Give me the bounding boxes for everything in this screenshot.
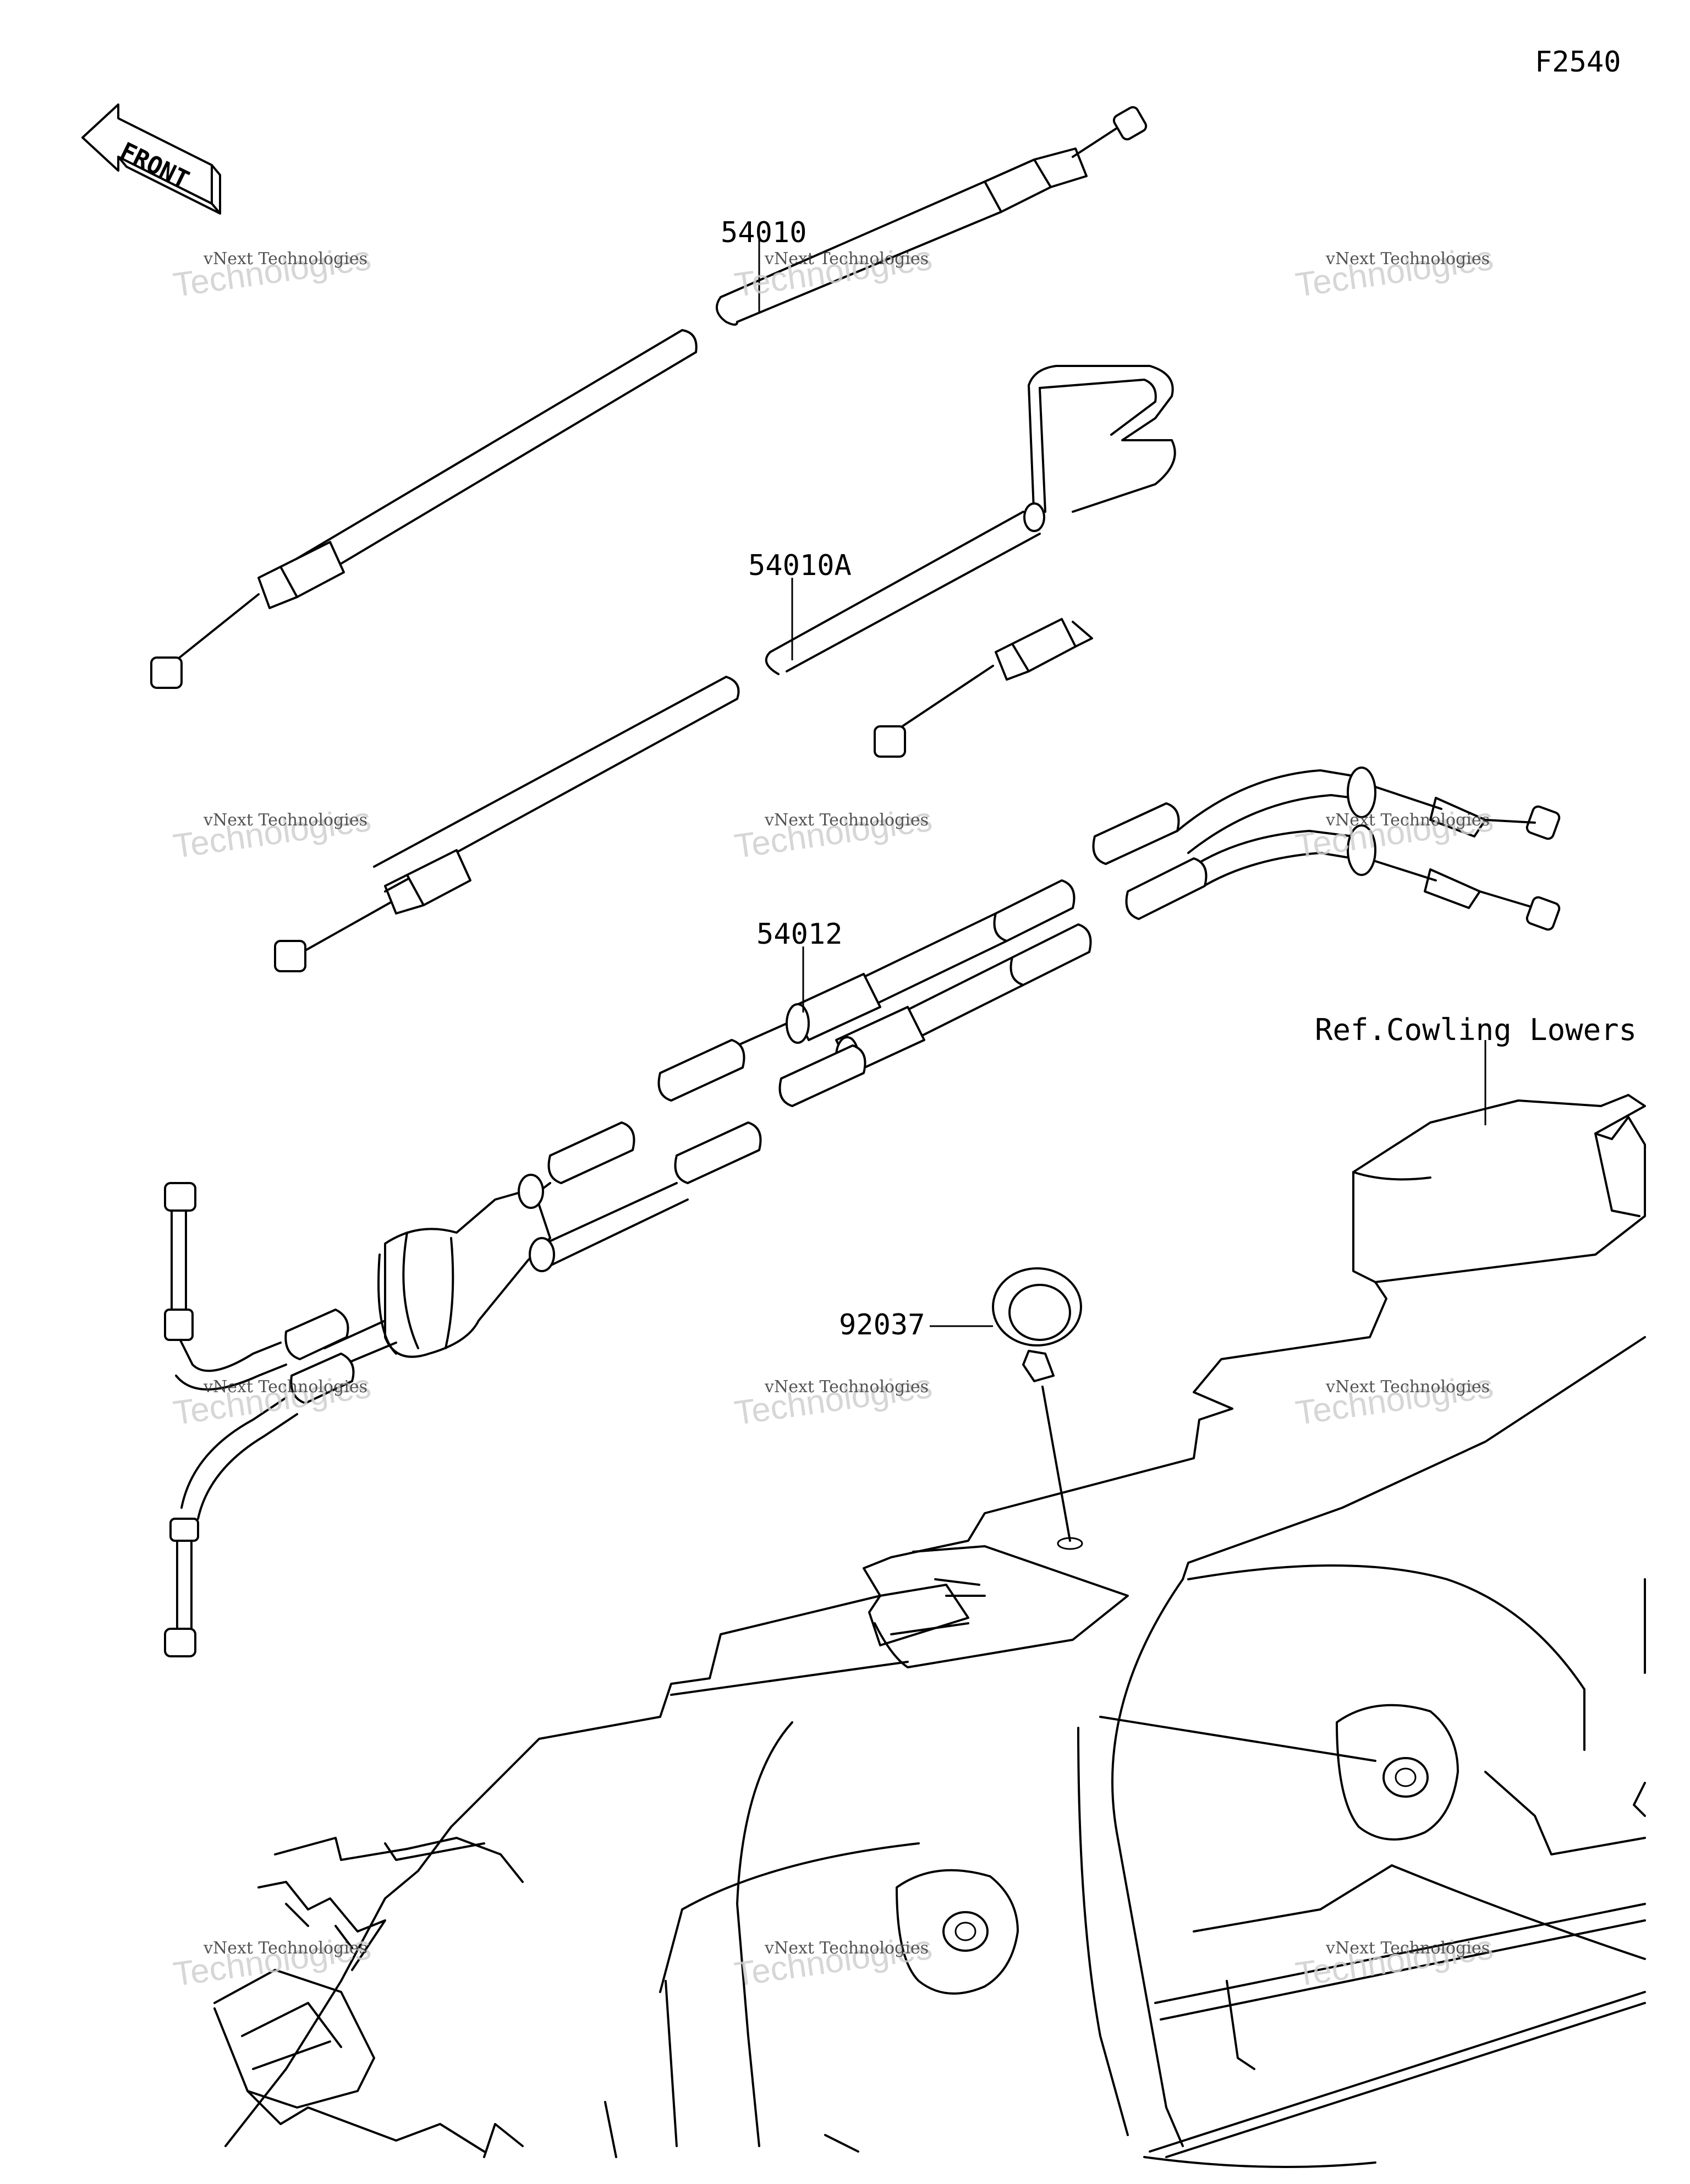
watermark: Technologies vNext Technologies (171, 239, 374, 305)
svg-text:vNext Technologies: vNext Technologies (764, 249, 929, 269)
watermark: Technologies vNext Technologies (171, 801, 374, 866)
watermark: Technologies vNext Technologies (1293, 801, 1496, 866)
watermark: Technologies vNext Technologies (171, 1367, 374, 1433)
watermark: Technologies vNext Technologies (171, 1929, 374, 1994)
cable-54010-drawing (150, 106, 1148, 689)
svg-text:vNext Technologies: vNext Technologies (1325, 1377, 1490, 1397)
reference-cowling-lowers: Ref.Cowling Lowers (1315, 1012, 1637, 1047)
svg-text:vNext Technologies: vNext Technologies (203, 811, 367, 830)
watermark: Technologies vNext Technologies (732, 801, 935, 866)
label-54010a: 54010A (748, 549, 852, 582)
watermark: Technologies vNext Technologies (1293, 1929, 1496, 1994)
svg-text:vNext Technologies: vNext Technologies (1325, 249, 1490, 269)
svg-text:vNext Technologies: vNext Technologies (203, 1377, 367, 1397)
watermark-group: Technologies vNext Technologies Technolo… (171, 239, 1496, 1994)
watermark: Technologies vNext Technologies (732, 1929, 935, 1994)
cable-54010a-drawing (274, 365, 1176, 972)
svg-text:vNext Technologies: vNext Technologies (764, 811, 929, 830)
svg-text:vNext Technologies: vNext Technologies (1325, 1939, 1490, 1958)
figure-code: F2540 (1535, 46, 1621, 79)
front-arrow-icon: FRONT (81, 103, 221, 215)
watermark: Technologies vNext Technologies (1293, 239, 1496, 305)
label-92037: 92037 (839, 1309, 925, 1342)
cable-54012-drawing (164, 767, 1561, 1657)
svg-text:vNext Technologies: vNext Technologies (203, 1939, 367, 1958)
svg-text:vNext Technologies: vNext Technologies (203, 249, 367, 269)
watermark: Technologies vNext Technologies (732, 1367, 935, 1433)
label-54010: 54010 (721, 216, 807, 249)
cowling-lowers-drawing (213, 1094, 1646, 2168)
svg-text:vNext Technologies: vNext Technologies (764, 1939, 929, 1958)
watermark: Technologies vNext Technologies (1293, 1367, 1496, 1433)
svg-text:vNext Technologies: vNext Technologies (764, 1377, 929, 1397)
label-54012: 54012 (756, 918, 843, 951)
svg-text:vNext Technologies: vNext Technologies (1325, 811, 1490, 830)
clamp-92037-drawing (992, 1267, 1083, 1550)
